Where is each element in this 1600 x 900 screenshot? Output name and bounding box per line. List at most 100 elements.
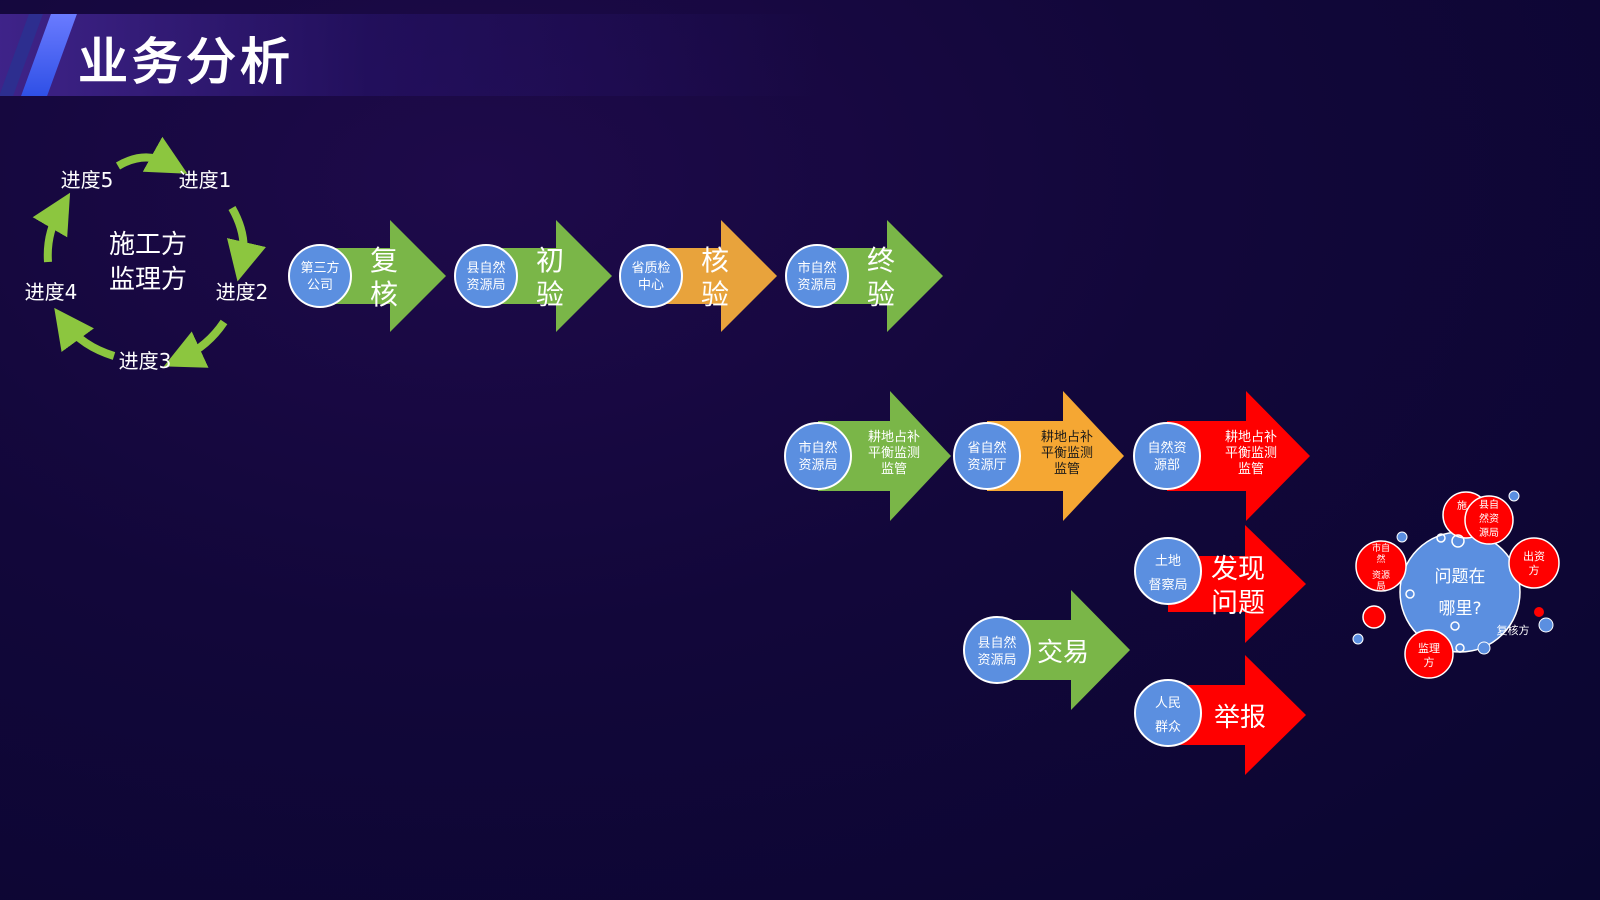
problem-center-text: 哪里? [1438, 599, 1481, 619]
step-label: 验 [867, 278, 895, 311]
bubble-label: 然 [1376, 553, 1385, 565]
bubble-label: 方 [1424, 655, 1435, 669]
step-arrow [320, 220, 446, 332]
step-arrow [486, 220, 612, 332]
decor-dot [1396, 531, 1408, 543]
organization-label: 市自然 [798, 440, 837, 456]
organization-label: 资源厅 [967, 458, 1006, 473]
title-bar [0, 14, 820, 96]
cycle-step-1: 进度1 [179, 168, 232, 192]
organization-label: 县自然 [466, 260, 505, 276]
bubble-label: 方 [1529, 563, 1540, 577]
organization-circle [454, 244, 518, 308]
page-title: 业务分析 [78, 33, 294, 91]
organization-label: 人民 [1155, 696, 1181, 711]
bubble-label: 市自 [1372, 542, 1390, 554]
step-label: 耕地占补 [1225, 429, 1277, 445]
monitoring-step-province: 省自然 资源厅 耕地占补 平衡监测 监管 [953, 391, 1124, 521]
step-arrow [987, 391, 1124, 521]
organization-label: 督察局 [1148, 578, 1187, 593]
bubble-label: 源局 [1479, 526, 1499, 539]
bubble-label: 资源 [1372, 570, 1390, 581]
cycle-arrow-1-2 [226, 206, 266, 282]
organization-label: 资源局 [797, 278, 836, 293]
step-label: 初 [536, 244, 564, 277]
step-label: 监管 [881, 462, 907, 477]
decor-dot [1451, 534, 1465, 548]
monitoring-step-city: 市自然 资源局 耕地占补 平衡监测 监管 [784, 391, 951, 521]
organization-label: 省质检 [631, 261, 670, 276]
organization-label: 省自然 [967, 440, 1006, 456]
report-step: 人民 群众 举报 [1134, 655, 1306, 775]
step-label: 耕地占补 [868, 429, 920, 445]
step-label: 监管 [1238, 462, 1264, 477]
bubble-label: 县自 [1479, 498, 1499, 511]
problem-cluster: 问题在 哪里? 施 县自 然资 源局 市自 然 资源 局 出资 方 监理 方 复… [1352, 490, 1560, 679]
progress-cycle: 施工方 监理方 进度1 进度2 进度3 进度4 进度5 [25, 136, 268, 373]
organization-circle [1133, 422, 1201, 490]
decor-dot [1477, 641, 1491, 655]
cycle-arrow-3-4 [54, 307, 116, 360]
problem-center-text: 问题在 [1435, 567, 1486, 587]
chain-step-initial-inspection: 县自然 资源局 初 验 [454, 220, 612, 332]
organization-circle [288, 244, 352, 308]
decor-dot [1534, 607, 1544, 617]
bubble-label: 局 [1376, 581, 1385, 592]
step-arrow [651, 220, 777, 332]
organization-circle [953, 422, 1021, 490]
cycle-step-4: 进度4 [25, 280, 78, 304]
decor-dot [1436, 533, 1446, 543]
chain-step-verification: 省质检 中心 核 验 [619, 220, 777, 332]
organization-label: 土地 [1155, 554, 1181, 569]
step-label: 平衡监测 [1225, 446, 1277, 461]
cycle-arrow-2-3 [163, 319, 228, 368]
cycle-arrow-4-5 [32, 192, 71, 263]
step-label: 平衡监测 [868, 446, 920, 461]
bubble-label: 施 [1457, 499, 1467, 512]
organization-label: 源部 [1154, 458, 1180, 473]
step-label: 交易 [1037, 638, 1089, 668]
monitoring-step-ministry: 自然资 源部 耕地占补 平衡监测 监管 [1133, 391, 1310, 521]
cycle-center-line: 施工方 [109, 230, 187, 260]
organization-label: 县自然 [977, 635, 1016, 651]
step-label: 验 [536, 278, 564, 311]
step-arrow [1168, 525, 1306, 643]
bubble-investor [1508, 537, 1560, 589]
bubble-label: 监理 [1418, 642, 1440, 655]
bubble-label: 出资 [1523, 549, 1545, 563]
step-label: 发现 [1211, 554, 1265, 585]
step-label: 核 [701, 244, 729, 277]
step-label: 举报 [1214, 703, 1266, 733]
organization-circle [1134, 537, 1202, 605]
organization-label: 第三方 [300, 260, 339, 276]
cycle-center-line: 监理方 [109, 265, 187, 295]
organization-label: 自然资 [1147, 440, 1186, 456]
monitoring-chain: 市自然 资源局 耕地占补 平衡监测 监管 省自然 资源厅 耕地占补 平衡监测 监… [784, 391, 1310, 521]
step-arrow [818, 391, 951, 521]
step-label: 终 [867, 244, 895, 277]
step-arrow [1167, 391, 1310, 521]
cycle-step-5: 进度5 [61, 168, 114, 192]
decor-dot [1352, 633, 1364, 645]
cycle-arrow-5-1 [115, 136, 188, 174]
organization-label: 资源局 [977, 653, 1016, 668]
step-label: 监管 [1054, 462, 1080, 477]
step-label: 复 [370, 244, 398, 277]
decor-dot [1450, 621, 1460, 631]
step-label: 耕地占补 [1041, 429, 1093, 445]
step-label: 核 [370, 278, 398, 311]
organization-circle [963, 616, 1031, 684]
decor-dot [1405, 589, 1415, 599]
step-arrow [1168, 655, 1306, 775]
bubble-supervisor [1404, 629, 1454, 679]
bubble-label-review: 复核方 [1497, 623, 1530, 637]
discover-problem-step: 土地 督察局 发现 问题 [1134, 525, 1306, 643]
trade-step: 县自然 资源局 交易 [963, 590, 1130, 710]
organization-circle [619, 244, 683, 308]
step-label: 平衡监测 [1041, 446, 1093, 461]
organization-label: 资源局 [798, 458, 837, 473]
organization-circle [784, 422, 852, 490]
chain-step-review: 第三方 公司 复 核 [288, 220, 446, 332]
organization-label: 公司 [307, 278, 333, 293]
